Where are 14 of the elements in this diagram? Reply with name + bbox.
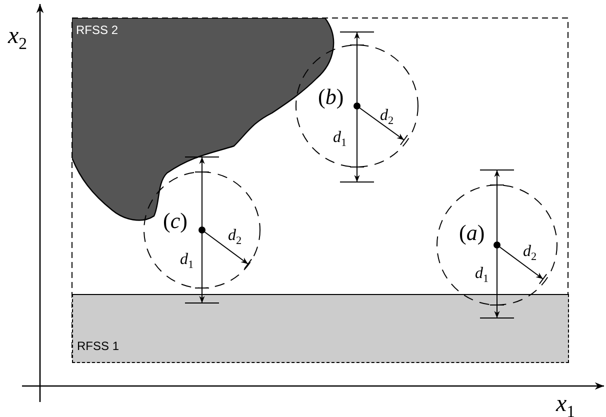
region-label: RFSS 2 (76, 23, 118, 37)
region-band (72, 294, 569, 363)
axis-label: x$_{2}$ (8, 24, 28, 53)
region-label: RFSS 1 (77, 339, 120, 353)
dimension-label: d$_{1}$ (333, 130, 347, 150)
axis-label: x$_{1}$ (556, 392, 576, 417)
dimension-label: d$_{2}$ (228, 228, 242, 248)
dimension-label: d$_{2}$ (380, 108, 394, 128)
point-label: (c) (163, 210, 188, 232)
dimension-label: d$_{2}$ (523, 244, 537, 264)
dimension-label: d$_{1}$ (475, 266, 489, 286)
point-label: (a) (459, 222, 485, 244)
dimension-label: d$_{1}$ (180, 252, 194, 272)
point-label: (b) (318, 86, 344, 108)
